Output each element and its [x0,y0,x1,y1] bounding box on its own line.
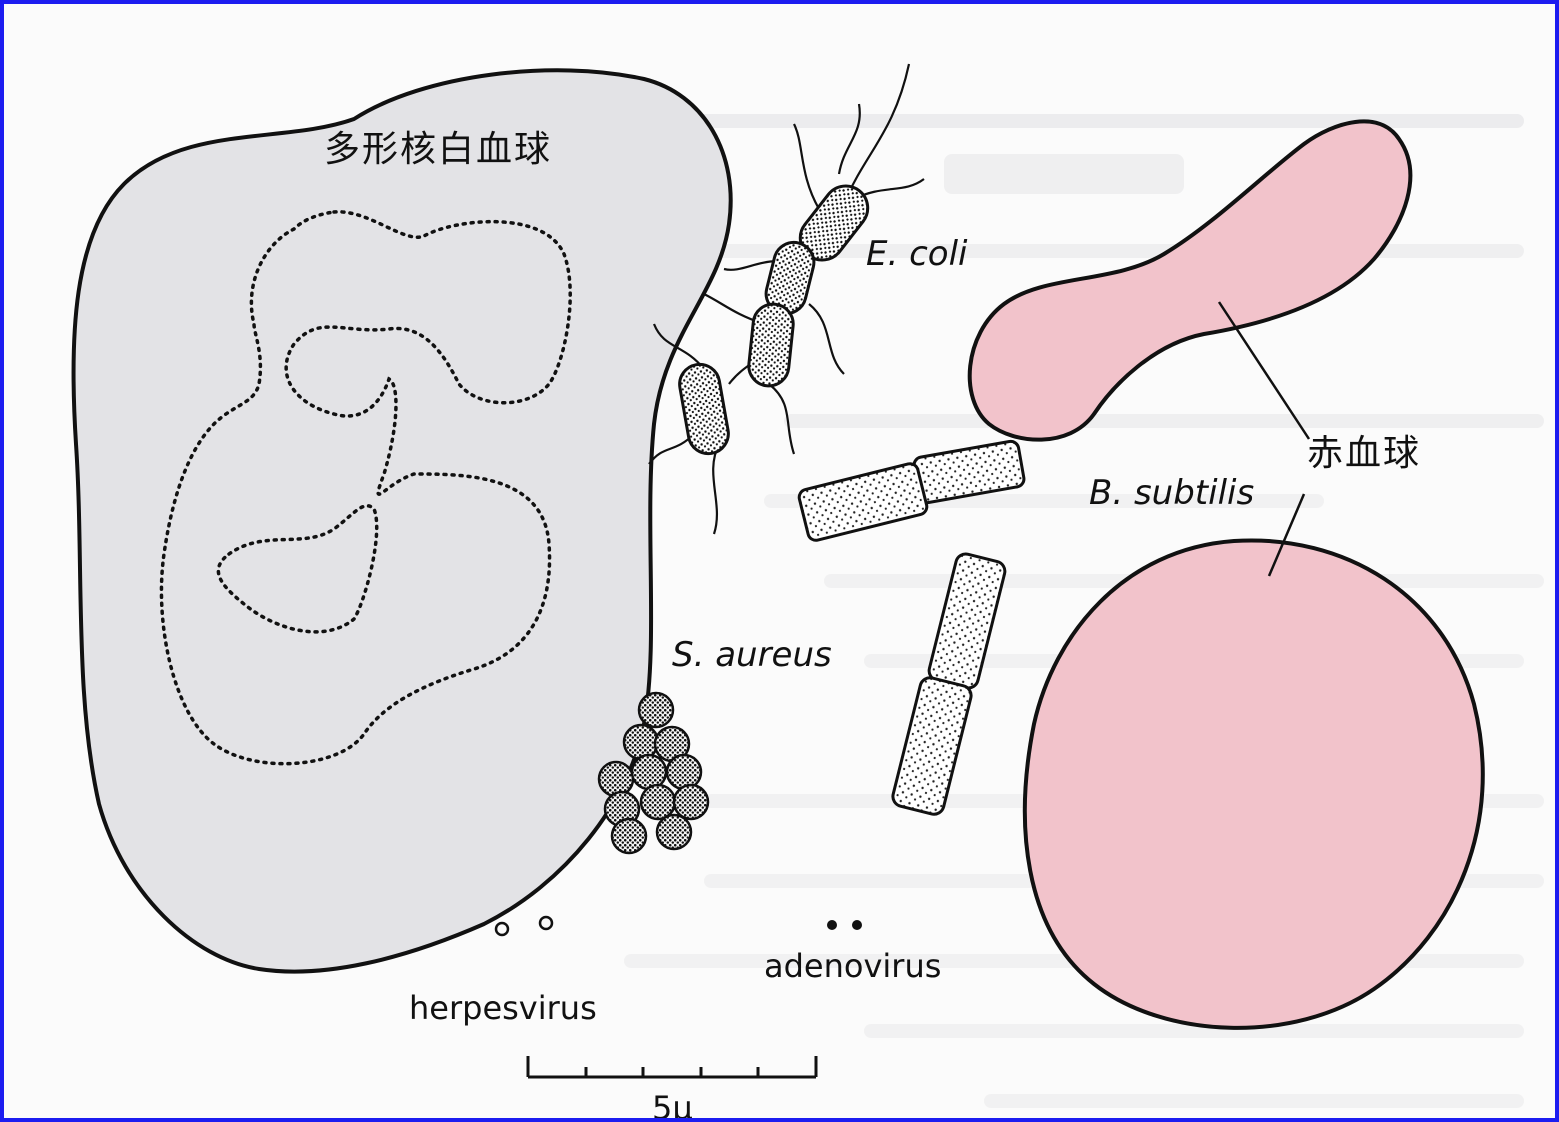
adenovirus-label: adenovirus [764,950,941,982]
b-subtilis-label: B. subtilis [1089,476,1254,510]
erythrocyte-label: 赤血球 [1307,436,1421,472]
scale-label: 5μ [652,1092,693,1122]
erythrocyte-round [1025,540,1483,1027]
adenovirus-particles [827,920,862,930]
herpesvirus-particles [496,917,552,935]
e-coli-label: E. coli [866,237,968,271]
leukocyte-label: 多形核白血球 [324,132,552,168]
herpesvirus-label: herpesvirus [409,992,597,1024]
s-aureus-label: S. aureus [672,638,832,672]
scale-bar [528,1056,816,1077]
